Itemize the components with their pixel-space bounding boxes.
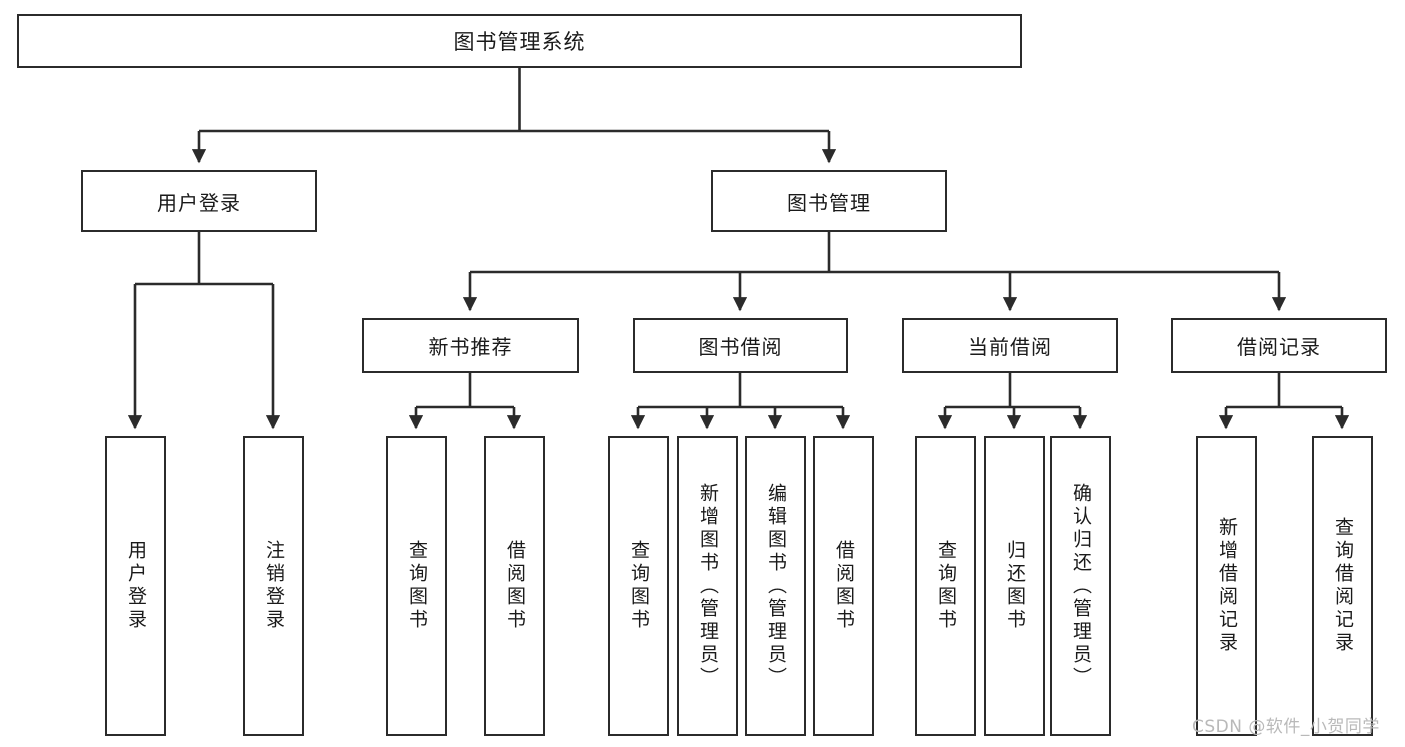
node-label: 查询图书 — [628, 540, 650, 632]
leaf-return-book[interactable]: 归还图书 — [984, 436, 1045, 736]
node-label: 新书推荐 — [428, 335, 513, 359]
node-book-management[interactable]: 图书管理 — [711, 170, 947, 232]
node-label: 借阅图书 — [504, 540, 526, 632]
leaf-query-book-current[interactable]: 查询图书 — [915, 436, 976, 736]
node-label: 查询图书 — [406, 540, 428, 632]
node-label: 查询借阅记录 — [1332, 517, 1354, 655]
leaf-borrow-book-newbooks[interactable]: 借阅图书 — [484, 436, 545, 736]
node-current-borrow[interactable]: 当前借阅 — [902, 318, 1118, 373]
leaf-add-book-admin[interactable]: 新增图书（管理员） — [677, 436, 738, 736]
node-label: 借阅记录 — [1237, 335, 1321, 359]
leaf-add-borrow-record[interactable]: 新增借阅记录 — [1196, 436, 1257, 736]
leaf-edit-book-admin[interactable]: 编辑图书（管理员） — [745, 436, 806, 736]
leaf-logout[interactable]: 注销登录 — [243, 436, 304, 736]
node-user-login[interactable]: 用户登录 — [81, 170, 317, 232]
leaf-query-book-newbooks[interactable]: 查询图书 — [386, 436, 447, 736]
node-label: 当前借阅 — [968, 335, 1052, 359]
node-label: 图书借阅 — [698, 335, 783, 359]
node-label: 新增借阅记录 — [1216, 517, 1238, 655]
node-label: 借阅图书 — [833, 540, 855, 632]
node-root-system[interactable]: 图书管理系统 — [17, 14, 1022, 68]
node-label: 图书管理 — [787, 190, 871, 215]
leaf-user-login[interactable]: 用户登录 — [105, 436, 166, 736]
node-label: 新增图书（管理员） — [697, 482, 719, 690]
node-book-borrow[interactable]: 图书借阅 — [633, 318, 848, 373]
node-new-book-recommend[interactable]: 新书推荐 — [362, 318, 579, 373]
leaf-confirm-return-admin[interactable]: 确认归还（管理员） — [1050, 436, 1111, 736]
node-label: 用户登录 — [125, 540, 147, 632]
node-borrow-records[interactable]: 借阅记录 — [1171, 318, 1387, 373]
node-label: 确认归还（管理员） — [1070, 482, 1092, 690]
leaf-query-borrow-record[interactable]: 查询借阅记录 — [1312, 436, 1373, 736]
node-label: 用户登录 — [157, 190, 241, 215]
node-label: 图书管理系统 — [453, 30, 586, 54]
node-label: 编辑图书（管理员） — [765, 482, 787, 690]
leaf-borrow-book[interactable]: 借阅图书 — [813, 436, 874, 736]
node-label: 查询图书 — [935, 540, 957, 632]
node-label: 归还图书 — [1004, 540, 1026, 632]
leaf-query-book-borrow[interactable]: 查询图书 — [608, 436, 669, 736]
node-label: 注销登录 — [263, 540, 285, 632]
